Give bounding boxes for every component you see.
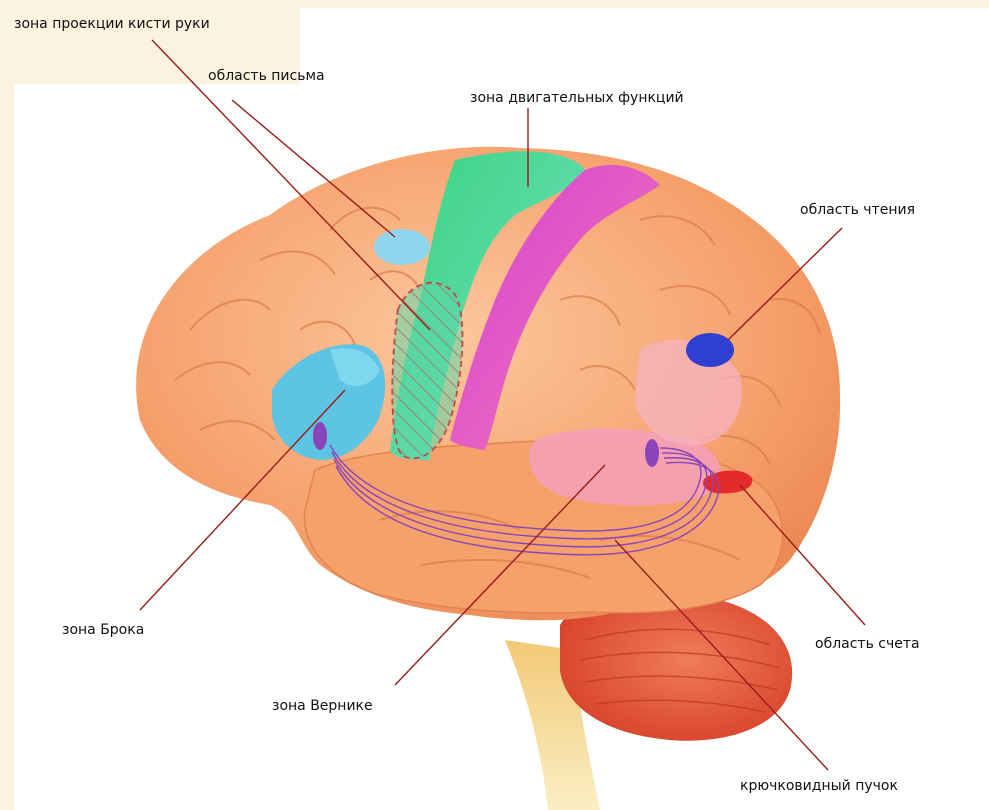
label-wernicke: зона Вернике xyxy=(272,698,373,714)
label-motor: зона двигательных функций xyxy=(470,90,684,106)
label-reading: область чтения xyxy=(800,202,915,218)
hand-projection-area xyxy=(374,229,430,265)
wernicke-marker xyxy=(645,439,659,467)
broca-marker xyxy=(313,422,327,450)
label-counting: область счета xyxy=(815,636,920,652)
reading-area xyxy=(686,333,734,367)
label-broca: зона Брока xyxy=(62,622,144,638)
label-fasciculus: крючковидный пучок xyxy=(740,778,898,794)
label-hand-projection: зона проекции кисти руки xyxy=(14,16,210,32)
label-writing: область письма xyxy=(208,68,325,84)
